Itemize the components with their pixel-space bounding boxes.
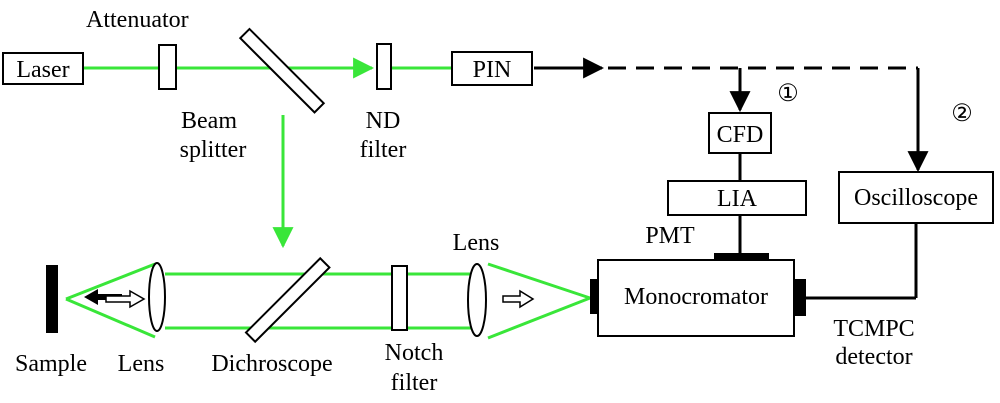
lia-box [667,180,807,216]
beam-splitter-plate [238,27,326,114]
beam-splitter-label-line1: Beam [181,108,237,134]
attenuator-plate [158,44,177,90]
pin-label: PIN [473,57,512,83]
lens-bottom-shape [148,262,166,332]
laser-label: Laser [16,57,69,83]
tcmpc-label-line2: detector [835,344,912,370]
pmt-plate [714,253,769,261]
dichroscope-plate [244,256,331,344]
sample-label: Sample [15,351,87,377]
attenuator-label: Attenuator [86,7,189,33]
monochromator-entrance-slit [590,279,598,314]
sample-plate [46,265,58,333]
nd-filter-plate [376,43,392,90]
tcmpc-label-line1: TCMPC [833,316,914,342]
pin-box [451,51,533,86]
return-arrow-solid-icon [84,289,122,305]
marker-1-label: ① [777,81,799,107]
lia-label: LIA [717,186,758,212]
output-arrow-hollow-icon [502,289,535,309]
nd-filter-label-line1: ND [366,108,401,134]
lens-bottom-label: Lens [118,351,165,377]
lens-top-shape [467,263,487,337]
pmt-label: PMT [645,223,695,249]
oscilloscope-label: Oscilloscope [854,185,978,211]
cfd-label: CFD [717,122,764,148]
signal-lines [534,57,929,300]
marker-2-label: ② [951,101,973,127]
tcmpc-detector-plate [794,279,806,316]
dichroscope-label: Dichroscope [211,351,332,377]
notch-filter-label-line2: filter [391,370,438,396]
forward-arrow-hollow-icon [105,289,146,309]
cfd-box [708,112,772,154]
beam-splitter-label-line2: splitter [180,137,247,163]
laser-box [2,52,84,85]
oscilloscope-box [838,171,994,224]
notch-filter-label-line1: Notch [385,340,444,366]
lens-top-label: Lens [453,230,500,256]
nd-filter-label-line2: filter [360,137,407,163]
monochromator-label: Monocromator [624,284,768,310]
notch-filter-plate [391,265,408,331]
monochromator-box [597,259,795,337]
